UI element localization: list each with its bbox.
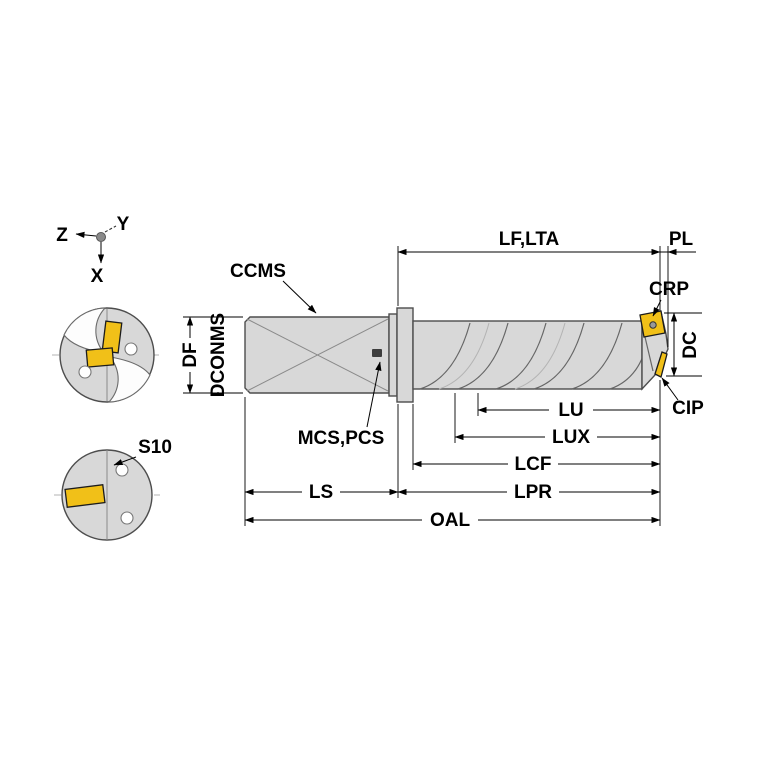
shank-cross-line: [246, 318, 389, 392]
side-view-drill: [244, 307, 669, 403]
shank-step-ring: [388, 313, 398, 397]
flute-pocket: [107, 356, 151, 403]
y-axis-dashed-line: [104, 225, 117, 233]
drill-body: [412, 320, 643, 390]
insert-screw: [649, 321, 657, 329]
labels: LF,LTA PL CRP DC CIP LU LUX LCF LS LPR O…: [180, 229, 704, 531]
crp-leader-line: [652, 299, 662, 317]
flute-pocket: [63, 307, 107, 354]
callout-label-ccms: CCMS: [230, 261, 286, 282]
s10-leader-line: [113, 456, 137, 466]
dim-label-oal: OAL: [430, 510, 471, 531]
dim-label-lux: LUX: [552, 427, 590, 448]
mcs-pcs-leader-line: [366, 361, 382, 428]
ccms-leader-line: [282, 280, 317, 314]
cip-leader-line: [661, 377, 679, 401]
axis-label-z: Z: [56, 225, 68, 246]
axis-label-x: X: [91, 266, 104, 287]
dim-label-dconms: DCONMS: [208, 313, 229, 397]
front-view-screw-side: S10: [54, 437, 172, 541]
dim-label-dc: DC: [680, 331, 701, 359]
screw-size-label: S10: [138, 437, 172, 458]
coolant-hole: [124, 342, 138, 356]
axis-label-y: Y: [117, 214, 130, 235]
axis-indicator: Z Y X: [56, 214, 129, 287]
center-insert: [85, 347, 115, 368]
dim-label-lcf: LCF: [515, 454, 552, 475]
flange: [396, 307, 414, 403]
front-view-cutting-end: [52, 307, 162, 403]
coolant-hole: [78, 365, 92, 379]
insert-edge-view: [64, 484, 106, 508]
dim-label-pl: PL: [669, 229, 694, 250]
flute-lines: [419, 322, 649, 390]
dim-label-lpr: LPR: [514, 482, 552, 503]
axis-origin-dot: [96, 232, 106, 242]
callout-label-crp: CRP: [649, 279, 689, 300]
dim-label-ls: LS: [309, 482, 333, 503]
center-insert-side: [654, 351, 668, 378]
coolant-hole: [115, 463, 129, 477]
label-backings: [179, 318, 597, 531]
clamping-screw-mark: [372, 349, 382, 357]
callout-label-mcs-pcs: MCS,PCS: [298, 428, 385, 449]
callout-label-cip: CIP: [672, 398, 704, 419]
z-axis-arrow: [75, 231, 97, 238]
dim-label-lf-lta: LF,LTA: [499, 229, 560, 250]
coolant-hole: [120, 511, 134, 525]
dim-label-df: DF: [180, 342, 201, 367]
leader-lines: [282, 280, 679, 428]
dim-label-lu: LU: [558, 400, 583, 421]
tip-flute-line: [644, 336, 654, 372]
